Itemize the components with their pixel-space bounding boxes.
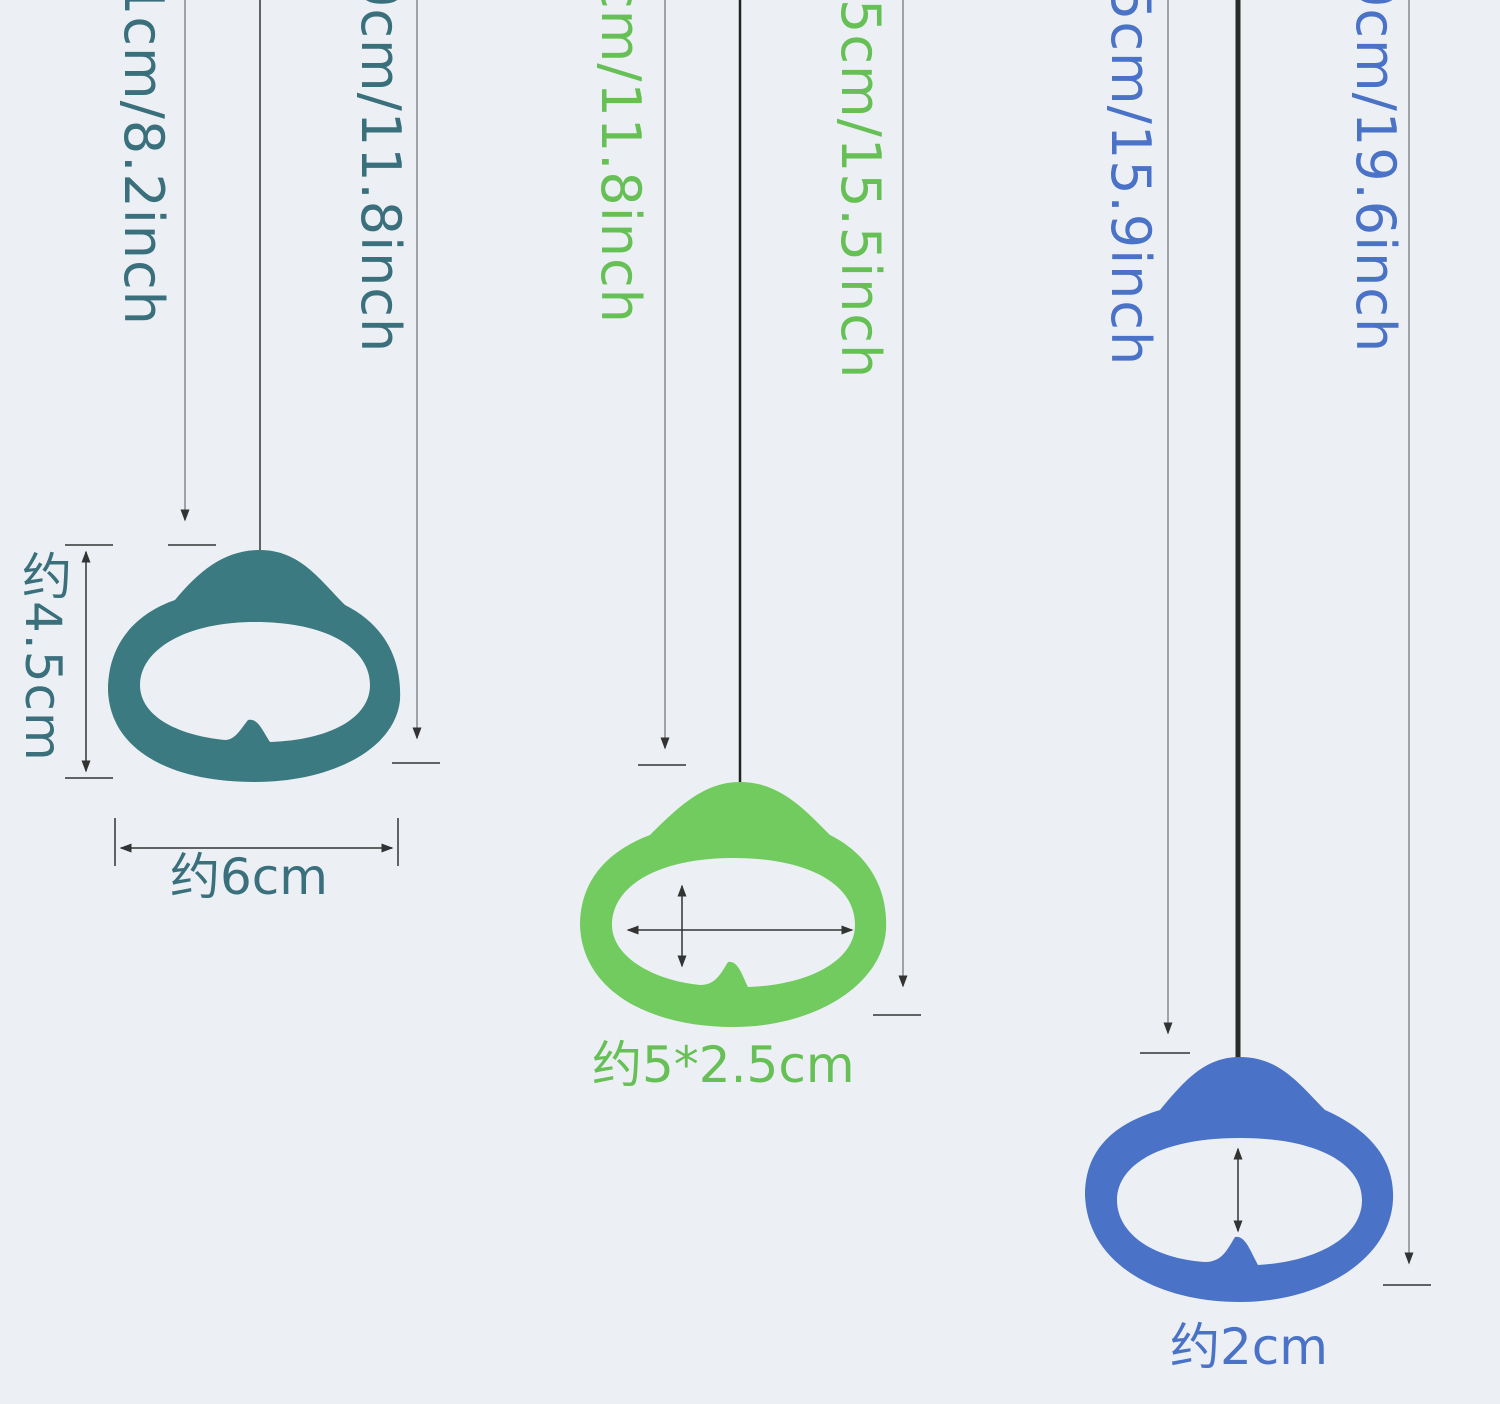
green-size-label: 约5*2.5cm [592, 1036, 855, 1094]
blue-gap-label: 约2cm [1170, 1318, 1329, 1376]
dimension-lines [168, 0, 1431, 1286]
teal-height-label: 约4.5cm [14, 550, 72, 762]
blue-ring [1085, 1057, 1394, 1302]
blue-length-label-2: 0cm/19.6inch [1344, 0, 1407, 353]
green-ring [580, 782, 887, 1027]
size-arrows [65, 544, 399, 866]
inner-arrows [626, 884, 1243, 1233]
teal-ring [108, 550, 401, 782]
teal-length-label-2: 0cm/11.8inch [349, 0, 412, 353]
teal-length-label-1: 1cm/8.2inch [112, 0, 175, 326]
green-length-label-1: cm/11.8inch [589, 0, 652, 324]
teal-width-label: 约6cm [170, 848, 329, 906]
blue-length-label-1: 5cm/15.9inch [1099, 0, 1162, 366]
strings [259, 0, 1241, 1058]
green-length-label-2: 5cm/15.5inch [829, 0, 892, 379]
